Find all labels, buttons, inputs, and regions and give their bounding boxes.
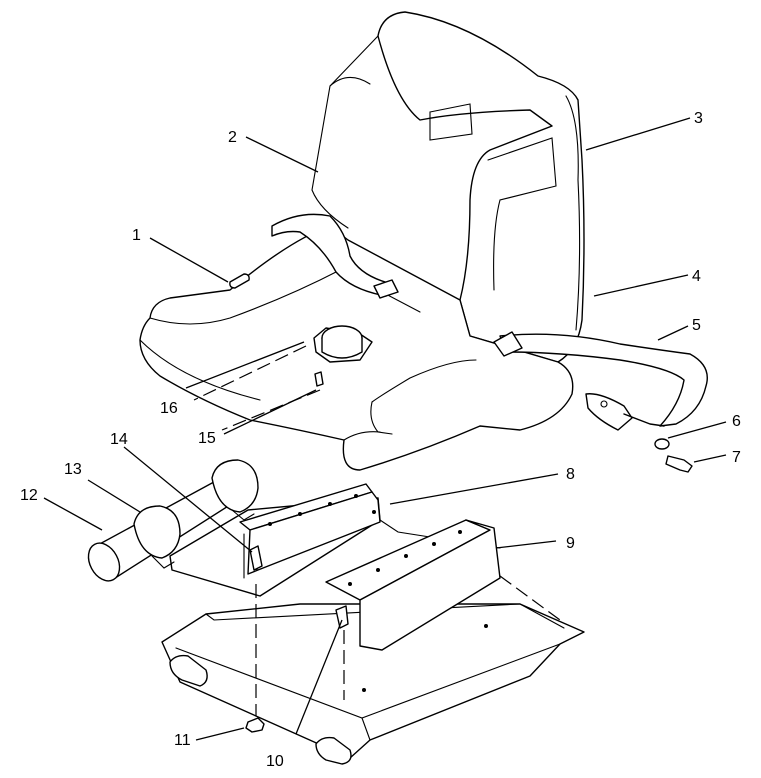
callout-5: 5 <box>692 317 701 334</box>
callout-16: 16 <box>160 400 178 417</box>
callout-13: 13 <box>64 461 82 478</box>
callout-10: 10 <box>266 753 284 770</box>
callout-9: 9 <box>566 535 575 552</box>
seat-belt-left-strap <box>271 213 399 299</box>
callout-labels: 1 2 3 4 5 6 7 8 9 10 11 12 13 14 15 16 <box>20 110 741 770</box>
item-1-pin <box>229 273 250 289</box>
callout-7: 7 <box>732 449 741 466</box>
seat-belt-right-strap <box>493 331 708 431</box>
callout-3: 3 <box>694 110 703 127</box>
item-7-bolt <box>665 455 693 473</box>
item-6-washer <box>654 438 670 450</box>
base-pan <box>161 603 585 765</box>
callout-2: 2 <box>228 129 237 146</box>
leader-lines <box>43 117 727 741</box>
callout-6: 6 <box>732 413 741 430</box>
callout-11: 11 <box>174 732 191 749</box>
assembly-lines <box>193 345 561 716</box>
callout-8: 8 <box>566 466 575 483</box>
callout-4: 4 <box>692 268 701 285</box>
item-14-bolt <box>249 545 263 571</box>
item-15-screw <box>314 371 324 387</box>
item-11-nut <box>245 717 265 733</box>
item-9-mount-bracket <box>325 519 501 651</box>
item-8-rail-assembly <box>169 483 501 597</box>
callout-14: 14 <box>110 431 128 448</box>
item-13-clamps <box>133 459 259 569</box>
callout-1: 1 <box>132 227 141 244</box>
item-10-bolt <box>335 605 349 629</box>
callout-15: 15 <box>198 430 216 447</box>
item-16-seat-switch <box>313 325 373 363</box>
callout-12: 12 <box>20 487 38 504</box>
